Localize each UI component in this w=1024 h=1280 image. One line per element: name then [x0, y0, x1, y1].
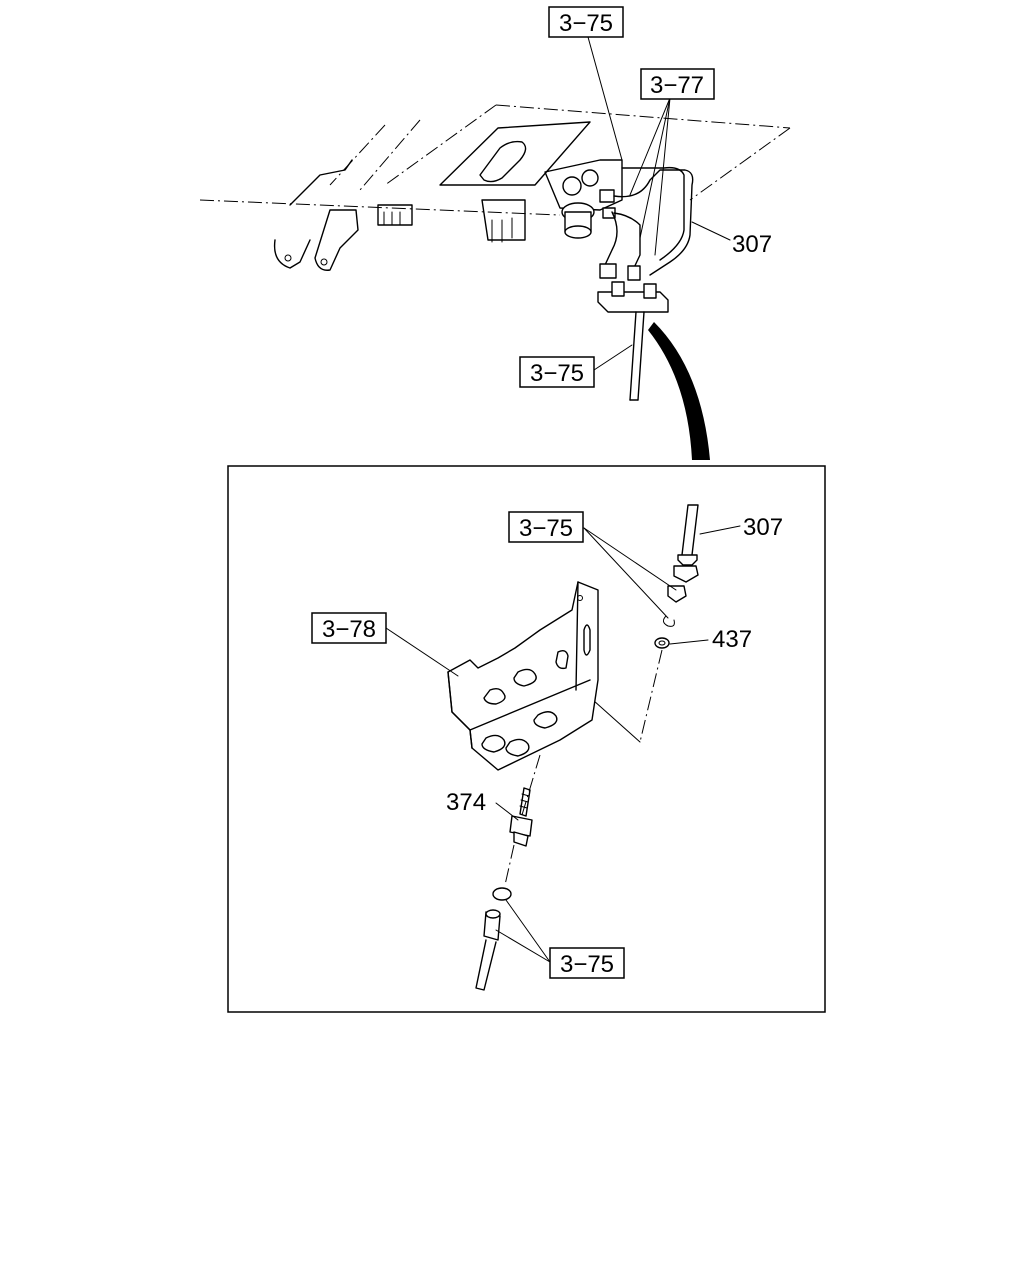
callout-3-75-bottom: 3−75 [549, 947, 625, 979]
callout-3-75-top-text: 3−75 [559, 10, 613, 37]
detail-view [447, 504, 699, 991]
detail-view-frame [227, 465, 826, 1013]
callout-3-75-bottom-text: 3−75 [560, 951, 614, 978]
callout-3-75-detail: 3−75 [508, 511, 584, 543]
callout-3-75-mid-text: 3−75 [530, 360, 584, 387]
label-374: 374 [446, 789, 486, 816]
callout-3-75-top: 3−75 [548, 6, 624, 38]
callout-3-78-text: 3−78 [322, 616, 376, 643]
callout-3-78: 3−78 [311, 612, 387, 644]
leaders-top [587, 36, 731, 371]
callout-3-75-detail-text: 3−75 [519, 515, 573, 542]
callout-3-77-text: 3−77 [650, 72, 704, 99]
label-437: 437 [712, 626, 752, 653]
label-307-top: 307 [732, 231, 772, 258]
leaders-detail [385, 525, 741, 963]
frame-overview [199, 104, 791, 460]
callout-3-75-mid: 3−75 [519, 356, 595, 388]
callout-3-77: 3−77 [640, 68, 715, 100]
label-307-detail: 307 [743, 514, 783, 541]
